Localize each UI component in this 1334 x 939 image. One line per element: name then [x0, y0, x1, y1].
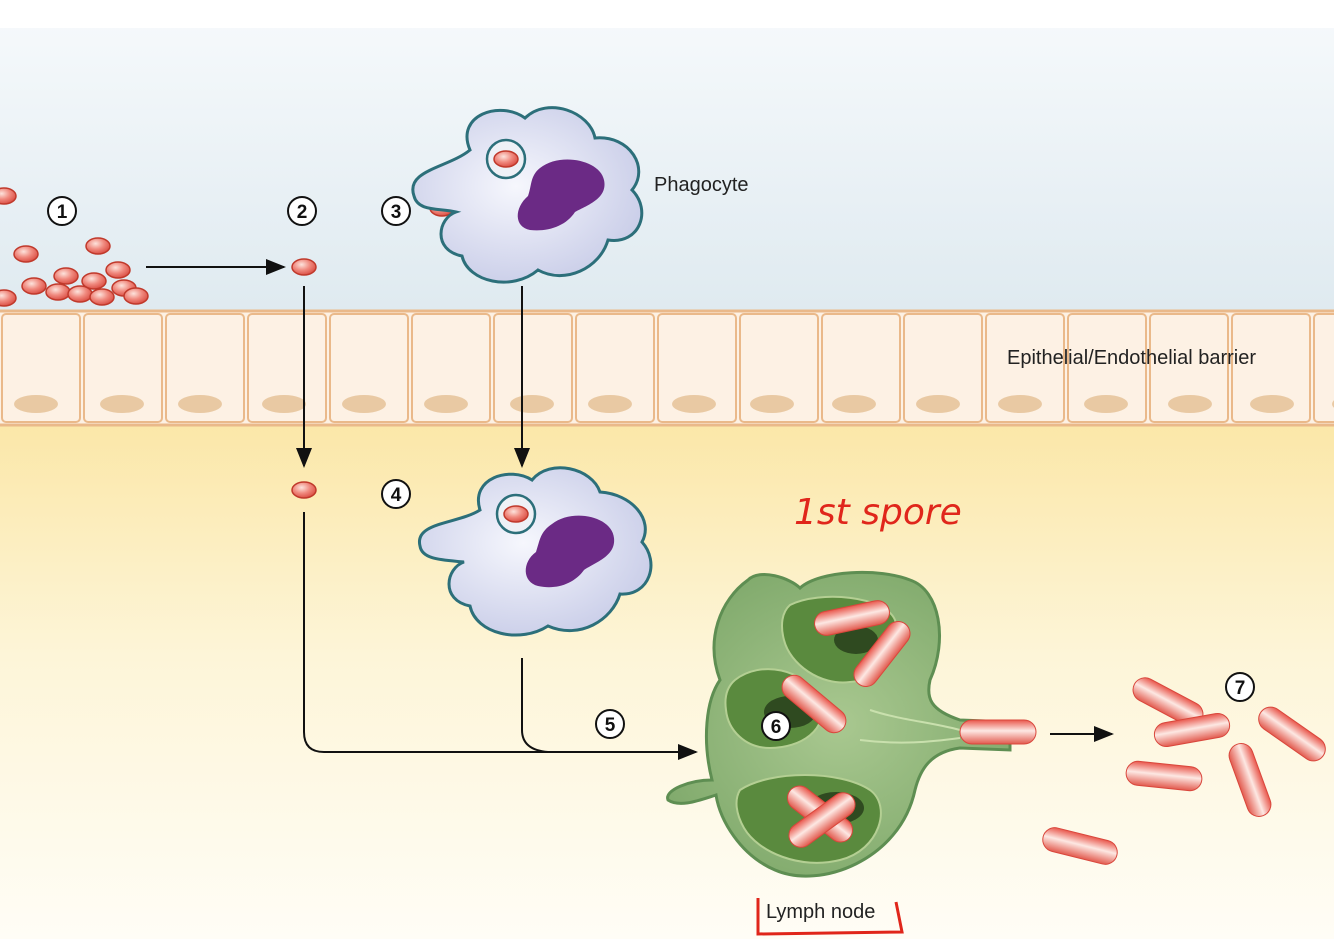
- lymph-node-label: Lymph node: [766, 901, 875, 923]
- handwritten-annotation: 1st spore: [794, 492, 962, 533]
- cell-nucleus: [1168, 395, 1212, 413]
- phagocyte-bottom: [418, 466, 653, 637]
- step-4-marker: 4: [381, 479, 411, 509]
- cell-nucleus: [998, 395, 1042, 413]
- barrier-label: Epithelial/Endothelial barrier: [1007, 347, 1256, 369]
- svg-text:7: 7: [1235, 678, 1246, 699]
- barrier-cell: [657, 313, 737, 423]
- cell-nucleus: [750, 395, 794, 413]
- svg-text:2: 2: [297, 202, 308, 223]
- svg-text:6: 6: [771, 717, 782, 738]
- step-7-marker: 7: [1225, 672, 1255, 702]
- barrier-cell: [575, 313, 655, 423]
- barrier-cell: [493, 313, 573, 423]
- phagocyte-top: [411, 106, 644, 284]
- phagocyte-label: Phagocyte: [654, 174, 749, 196]
- barrier-cell: [739, 313, 819, 423]
- barrier-cell: [83, 313, 163, 423]
- svg-text:5: 5: [605, 715, 616, 736]
- cell-nucleus: [262, 395, 306, 413]
- barrier-cell: [329, 313, 409, 423]
- cell-nucleus: [832, 395, 876, 413]
- barrier-cell: [247, 313, 327, 423]
- barrier-cell: [411, 313, 491, 423]
- epithelial-barrier: [0, 309, 1334, 427]
- cell-nucleus: [510, 395, 554, 413]
- barrier-cell: [1149, 313, 1229, 423]
- cell-nucleus: [14, 395, 58, 413]
- spore-step-2: [291, 258, 317, 276]
- barrier-cell: [1067, 313, 1147, 423]
- barrier-cell: [1231, 313, 1311, 423]
- step-3-marker: 3: [381, 196, 411, 226]
- step-2-marker: 2: [287, 196, 317, 226]
- svg-text:1: 1: [57, 202, 68, 223]
- barrier-cell: [165, 313, 245, 423]
- cell-nucleus: [916, 395, 960, 413]
- step-1-marker: 1: [47, 196, 77, 226]
- outer-space: [0, 0, 1334, 312]
- svg-text:3: 3: [391, 202, 402, 223]
- cell-nucleus: [672, 395, 716, 413]
- barrier-cell: [985, 313, 1065, 423]
- barrier-cell: [903, 313, 983, 423]
- barrier-cell: [821, 313, 901, 423]
- spore-inside-tissue: [291, 481, 317, 499]
- cell-nucleus: [1250, 395, 1294, 413]
- cell-nucleus: [588, 395, 632, 413]
- step-6-marker: 6: [761, 711, 791, 741]
- barrier-cell: [1, 313, 81, 423]
- pathway-arrows: [146, 259, 1114, 760]
- step-5-marker: 5: [595, 709, 625, 739]
- inner-tissue: [0, 424, 1334, 939]
- cell-nucleus: [424, 395, 468, 413]
- barrier-cell: [1313, 313, 1334, 423]
- cell-nucleus: [178, 395, 222, 413]
- cell-nucleus: [1084, 395, 1128, 413]
- cell-nucleus: [342, 395, 386, 413]
- svg-text:4: 4: [391, 485, 402, 506]
- cell-nucleus: [100, 395, 144, 413]
- step-markers: 1 2 3 4 5 6 7: [47, 196, 1255, 741]
- lymph-node-highlight: [756, 898, 904, 936]
